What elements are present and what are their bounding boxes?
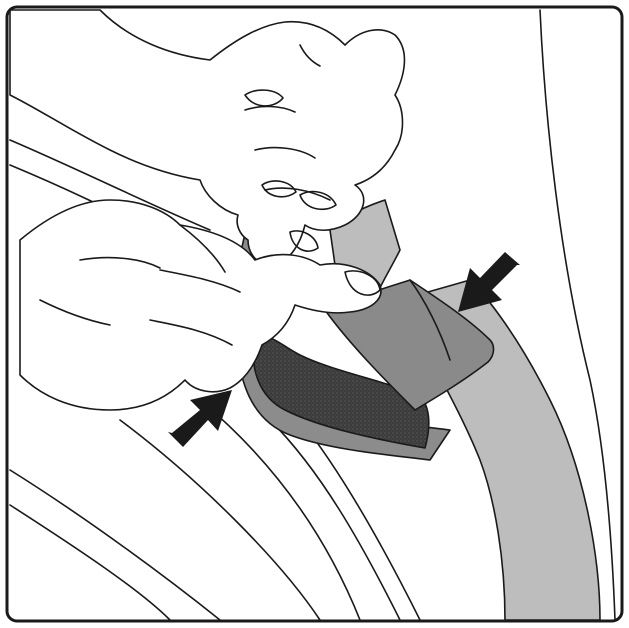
- illustration-svg: [0, 0, 629, 628]
- instruction-illustration: [0, 0, 629, 628]
